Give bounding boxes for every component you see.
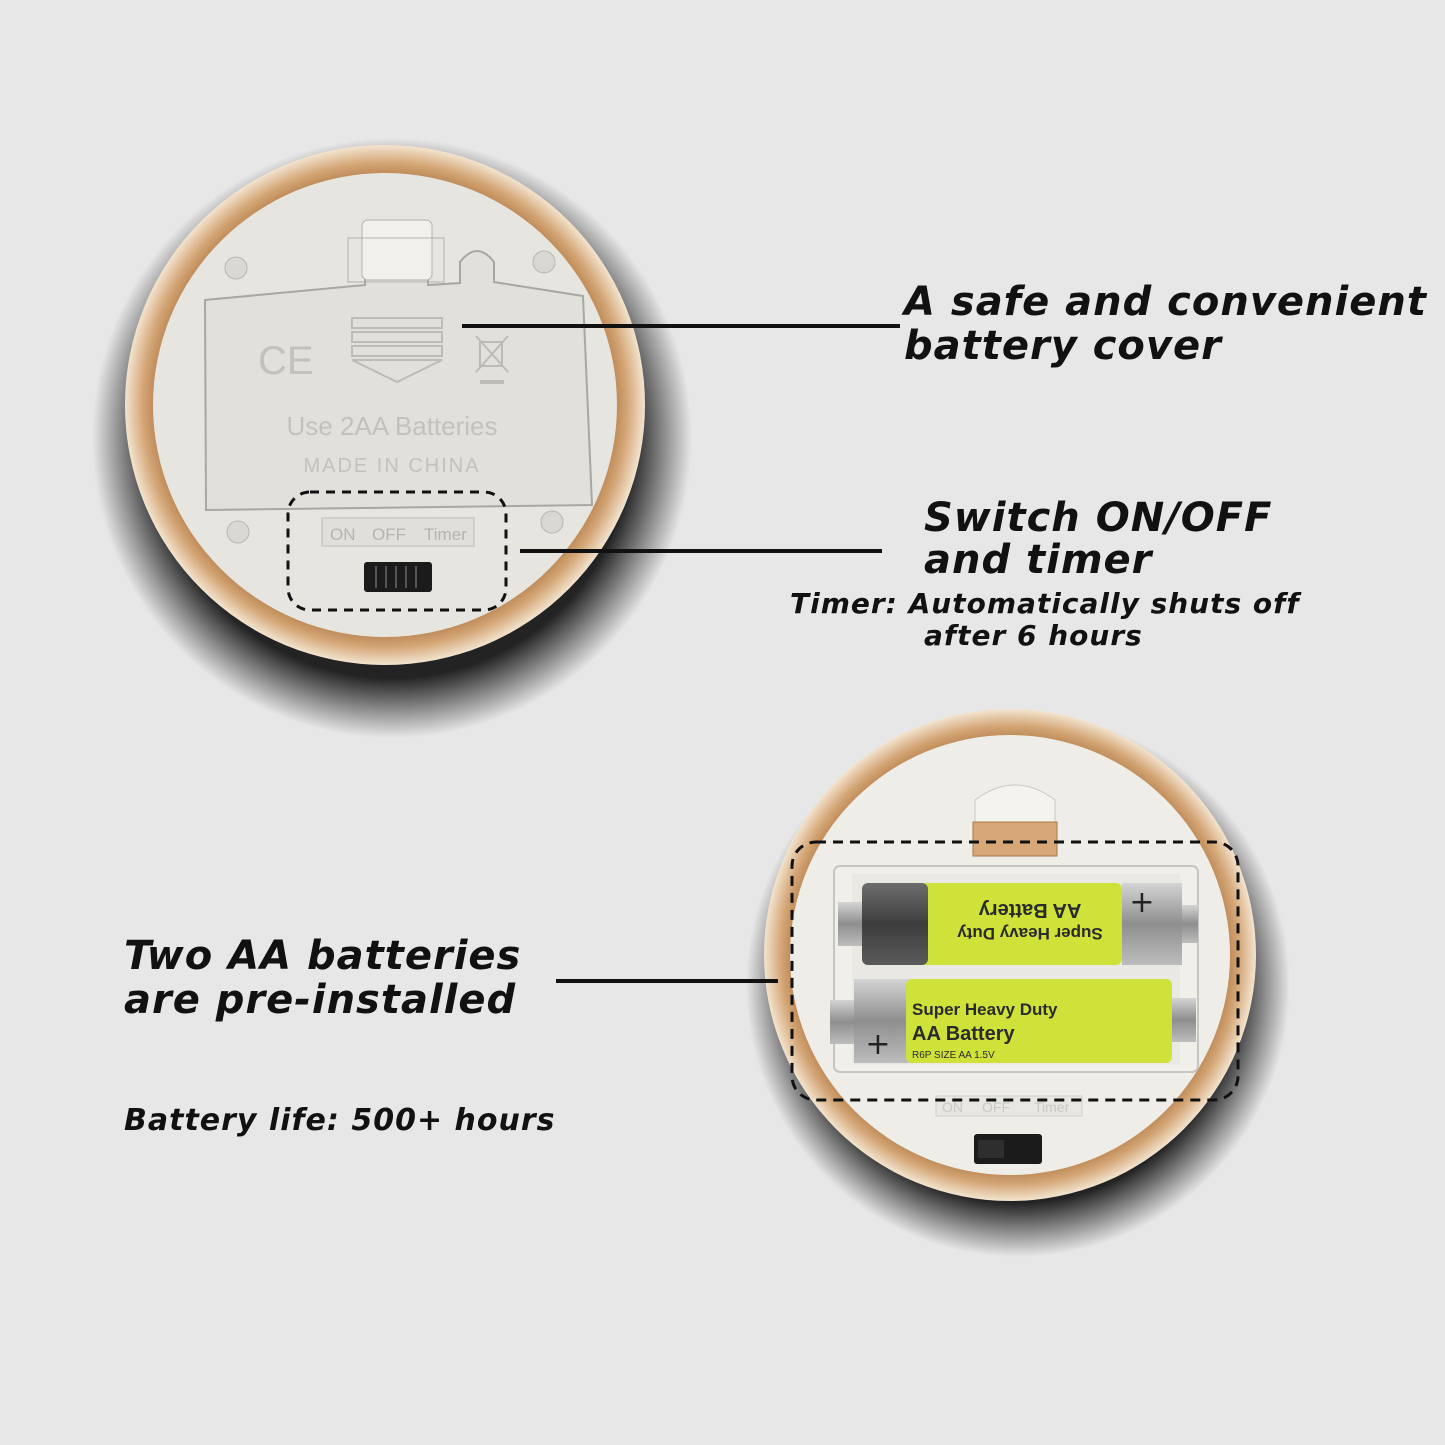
battery-bottom-line1: Super Heavy Duty — [912, 1000, 1058, 1019]
bottom-device: + Super Heavy Duty AA Battery + Super He… — [746, 709, 1290, 1257]
battery-top-plus: + — [1129, 885, 1154, 920]
bottom-switch-label-timer: Timer — [1034, 1099, 1070, 1115]
battery-top-line1: Super Heavy Duty — [957, 924, 1103, 943]
cover-grip-arrow — [351, 317, 443, 384]
switch-callout-line2: and timer — [924, 537, 1153, 583]
timer-note-line1: Timer: Automatically shuts off — [790, 587, 1300, 620]
switch-label-on: ON — [330, 525, 356, 544]
battery-cover-callout-line2: battery cover — [904, 323, 1222, 369]
screw-bump — [226, 520, 250, 544]
battery-life-text: Battery life: 500+ hours — [124, 1103, 556, 1138]
ce-mark: CE — [258, 339, 314, 383]
switch-highlight-box — [286, 490, 508, 612]
cover-battery-text: Use 2AA Batteries — [287, 411, 498, 441]
battery-cover[interactable] — [203, 219, 594, 512]
battery-cover-leader-line — [462, 324, 900, 328]
screw-bump — [224, 256, 248, 280]
cover-latch-tab[interactable] — [361, 219, 433, 281]
switch-label-timer: Timer — [424, 525, 467, 544]
battery-bottom-line2: AA Battery — [912, 1023, 1015, 1045]
screw-bump — [540, 510, 564, 534]
battery-bottom-plus: + — [865, 1027, 890, 1062]
slide-switch[interactable] — [364, 562, 432, 592]
switch-callout-line1: Switch ON/OFF — [924, 495, 1273, 541]
battery-bottom-size: R6P SIZE AA 1.5V — [912, 1050, 995, 1061]
switch-leader-line — [520, 549, 882, 553]
battery-top: + Super Heavy Duty AA Battery — [838, 883, 1198, 965]
weee-bin-icon — [475, 335, 509, 384]
battery-bottom: + Super Heavy Duty AA Battery R6P SIZE A… — [830, 979, 1196, 1063]
cover-made-in-text: MADE IN CHINA — [303, 455, 480, 477]
compartment-tab — [972, 821, 1058, 857]
bottom-slide-switch[interactable] — [974, 1134, 1042, 1164]
switch-label-plate — [321, 517, 475, 547]
bottom-switch-label-off: OFF — [982, 1099, 1010, 1115]
battery-cover-callout-line1: A safe and convenient — [904, 279, 1427, 325]
batteries-callout-line2: are pre-installed — [124, 977, 517, 1023]
batteries-leader-line — [556, 979, 778, 983]
switch-label-off: OFF — [372, 525, 406, 544]
top-device: CE Use 2AA Batteries MADE IN CHINA ON OF… — [92, 138, 692, 738]
batteries-callout-line1: Two AA batteries — [124, 933, 522, 979]
timer-note-line2: after 6 hours — [924, 619, 1143, 652]
battery-top-line2: AA Battery — [978, 899, 1081, 921]
screw-bump — [532, 250, 556, 274]
bottom-switch-label-on: ON — [942, 1099, 963, 1115]
